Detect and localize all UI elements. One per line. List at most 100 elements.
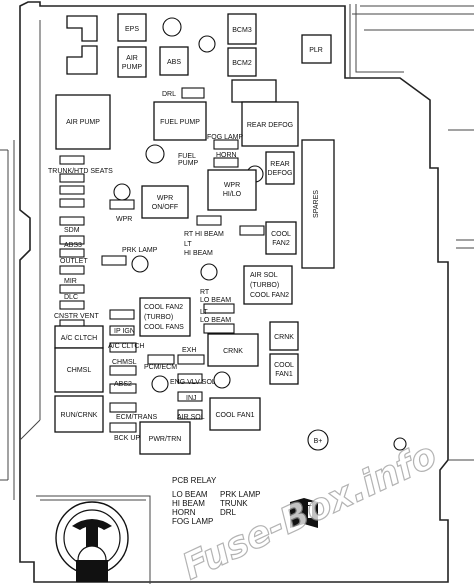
air-pump-label: AIR PUMP — [66, 119, 100, 126]
air-sol-turbo-relay — [243, 265, 293, 305]
diode-crnk — [213, 371, 231, 389]
run-crnk-relay — [54, 395, 104, 433]
air-sol-turbo-label-3: COOL FAN2 — [250, 292, 289, 299]
inj-label: INJ — [186, 395, 197, 402]
fuse-d — [59, 198, 85, 208]
cool-fan2-label-1: COOL — [271, 231, 291, 238]
diode-pcm — [151, 375, 169, 393]
wpr-label: WPR — [116, 216, 132, 223]
spares-block — [301, 139, 335, 269]
legend-col1-1: LO BEAM — [172, 490, 208, 499]
pcm-ecm-label: PCM/ECM — [144, 364, 177, 371]
top-slots: EPS AIR PUMP ABS BCM3 BCM2 PLR — [66, 13, 332, 78]
air-sol-turbo-label-2: (TURBO) — [250, 282, 279, 289]
b-plus-label: B+ — [314, 438, 323, 445]
rt-lo-beam-fuse — [203, 303, 235, 314]
crnk-small-label: CRNK — [274, 334, 294, 341]
b-plus-terminal — [307, 429, 329, 451]
crnk-relay — [207, 333, 259, 367]
air-pump-relay — [55, 94, 111, 150]
lt-hi-beam-label-2: HI BEAM — [184, 250, 213, 257]
cool-fan2-turbo-relay — [139, 297, 191, 337]
eng-vlv-sol-label: ENG VLV SOL — [170, 379, 216, 386]
wpr-onoff-label-2: ON/OFF — [152, 204, 178, 211]
wpr-onoff-relay — [141, 185, 189, 219]
dlc-label: DLC — [64, 294, 78, 301]
eps-fuse — [117, 13, 147, 42]
rear-defog-relay — [241, 101, 299, 147]
diode-top — [162, 17, 182, 37]
upper-small-fuse — [196, 215, 222, 226]
eng-vlv-sol-fuse — [177, 373, 203, 384]
rt-hi-beam-label: RT HI BEAM — [184, 231, 224, 238]
trunk-htd-seats-label: TRUNK/HTD SEATS — [48, 168, 113, 175]
abs2-label: ABS2 — [114, 381, 132, 388]
fuse-left-mid-1 — [109, 309, 135, 320]
legend-col2-2: TRUNK — [220, 499, 248, 508]
legend-col2-3: DRL — [220, 508, 237, 517]
chmsl-relay — [54, 347, 104, 393]
bcm3-label: BCM3 — [232, 27, 252, 34]
relay-slot-top — [231, 79, 277, 103]
cool-fan2-turbo-label-3: COOL FANS — [144, 324, 184, 331]
fog-lamp-fuse — [213, 139, 239, 150]
horn-label: HORN — [216, 152, 237, 159]
rear-defog-fuse — [265, 151, 295, 185]
crnk-small-fuse — [269, 321, 299, 351]
connector-knob — [55, 501, 129, 582]
mir-label: MIR — [64, 278, 77, 285]
cool-fan1-small-label-2: FAN1 — [275, 371, 293, 378]
cool-fan2-turbo-label-2: (TURBO) — [144, 314, 173, 321]
wpr-onoff-label-1: WPR — [157, 195, 173, 202]
exh-fuse — [177, 354, 205, 365]
diode-fuel — [145, 144, 165, 164]
abs-fuse — [159, 46, 189, 76]
lt-lo-beam-label-2: LO BEAM — [200, 317, 231, 324]
air-sol-label: AIR SOL — [177, 414, 205, 421]
chmsl-fuse — [109, 365, 137, 376]
empty-slot-2 — [66, 45, 98, 75]
drl-fuse — [181, 87, 205, 99]
abs3-fuse — [59, 235, 85, 245]
inj-fuse — [177, 391, 203, 402]
mir-fuse — [59, 284, 85, 294]
fuel-pump-relay-label: FUEL PUMP — [160, 119, 200, 126]
air-sol-turbo-label-1: AIR SOL — [250, 272, 278, 279]
wpr-hilo-relay — [207, 169, 257, 211]
outlet-fuse-a — [59, 248, 85, 258]
legend-col1-4: FOG LAMP — [172, 517, 213, 526]
prk-lamp-fuse — [101, 255, 127, 266]
empty-slot-1 — [66, 15, 98, 42]
bck-up-label: BCK UP — [114, 435, 140, 442]
ac-clutch-fuse-label: A/C CLTCH — [108, 343, 144, 350]
wpr-hilo-label-2: HI/LO — [223, 191, 242, 198]
dlc-fuse — [59, 300, 85, 310]
watermark: Fuse-Box.info — [176, 435, 443, 584]
diode-lt-hi — [200, 263, 218, 281]
rt-lo-beam-label-1: RT — [200, 289, 210, 296]
prk-lamp-label: PRK LAMP — [122, 247, 158, 254]
lt-hi-beam-label-1: LT — [184, 241, 192, 248]
rt-lo-beam-label-2: LO BEAM — [200, 297, 231, 304]
wpr-fuse — [109, 199, 135, 210]
lt-lo-beam-fuse — [203, 323, 235, 334]
crnk-label: CRNK — [223, 348, 243, 355]
legend-col1-3: HORN — [172, 508, 196, 517]
air-sol-fuse — [177, 409, 203, 420]
diode-top-2 — [198, 35, 216, 53]
chmsl-relay-label: CHMSL — [67, 367, 92, 374]
lt-lo-beam-label-1: LT — [200, 309, 208, 316]
cool-fan1-relay — [209, 397, 261, 431]
ip-ign-label: IP IGN — [114, 328, 135, 335]
ecm-trans-fuse-a — [109, 402, 137, 413]
bcm2-fuse — [227, 47, 257, 77]
relay-legend: PCB RELAY LO BEAM HI BEAM HORN FOG LAMP … — [172, 476, 260, 526]
abs-label: ABS — [167, 59, 181, 66]
rt-hi-beam-fuse — [239, 225, 265, 236]
fuse-c — [59, 185, 85, 195]
diode-wpr — [113, 183, 131, 201]
exh-label: EXH — [182, 347, 196, 354]
spares-label: SPARES — [313, 190, 320, 218]
pwr-trn-relay — [139, 421, 191, 455]
bck-up-fuse — [109, 422, 137, 433]
